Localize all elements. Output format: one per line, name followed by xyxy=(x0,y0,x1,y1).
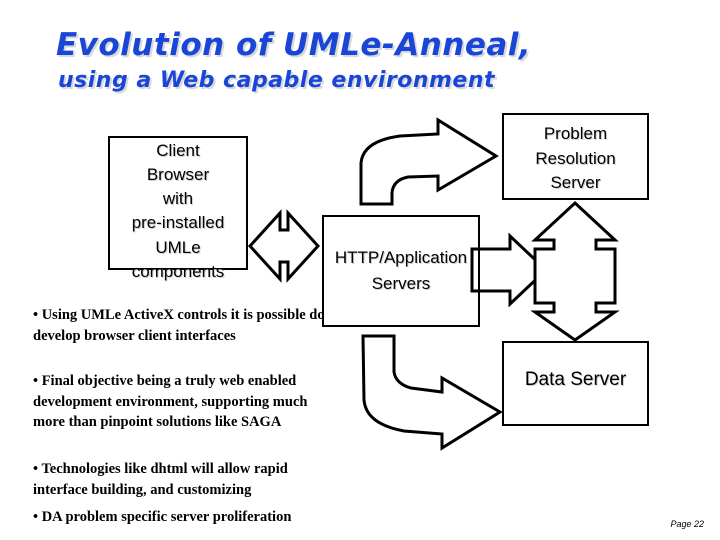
bullet-item: • DA problem specific server proliferati… xyxy=(33,509,292,525)
bullet-item: • Technologies like dhtml will allow rap… xyxy=(33,461,288,498)
diagram-box-problem-resolution-server-label: Problem Resolution Server xyxy=(535,124,616,193)
diagram-box-http-application-servers[interactable]: HTTP/Application Servers xyxy=(322,215,480,327)
diagram-box-data-server[interactable]: Data Server xyxy=(502,341,649,426)
connector-prs-to-data xyxy=(530,200,620,342)
bullet-item: • Final objective being a truly web enab… xyxy=(33,373,308,431)
bullet-item: • Using UMLe ActiveX controls it is poss… xyxy=(33,307,325,344)
page-number: Page 22 xyxy=(670,519,704,529)
diagram-box-client-browser-label: Client Browser with pre-installed UMLe c… xyxy=(131,141,225,281)
connector-http-right-block-arrow xyxy=(470,232,549,308)
diagram-box-http-application-servers-label: HTTP/Application Servers xyxy=(334,248,468,293)
diagram-box-client-browser[interactable]: Client Browser with pre-installed UMLe c… xyxy=(108,136,248,281)
slide-subtitle: using a Web capable environment xyxy=(58,68,496,93)
connector-http-to-data xyxy=(361,334,503,451)
connector-client-to-http xyxy=(247,209,321,283)
diagram-box-problem-resolution-server[interactable]: Problem Resolution Server xyxy=(502,113,649,200)
slide-title: Evolution of UMLe-Anneal, xyxy=(56,27,532,63)
connector-http-to-problem-resolution xyxy=(359,117,499,206)
diagram-box-data-server-label: Data Server xyxy=(524,369,627,390)
